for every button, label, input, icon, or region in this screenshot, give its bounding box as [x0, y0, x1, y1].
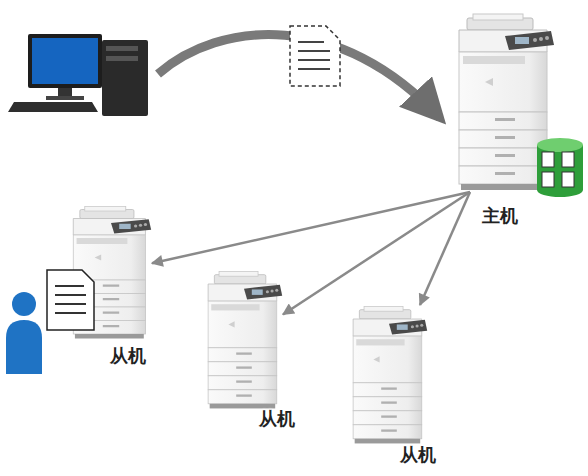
- user-icon: [6, 292, 42, 374]
- computer-icon: [8, 34, 148, 116]
- job-document-icon: [290, 26, 340, 86]
- node-label: 主机: [482, 204, 518, 228]
- printout-icon: [47, 270, 94, 330]
- node-label: 从机: [400, 443, 436, 467]
- distribution-arrow: [420, 192, 470, 305]
- printer-icon: [208, 272, 282, 409]
- node-label: 从机: [110, 344, 146, 368]
- distribution-arrow: [152, 192, 470, 263]
- distribution-arrow: [283, 192, 470, 314]
- printer-icon: [353, 307, 427, 444]
- sub-printer: 从机: [205, 270, 283, 410]
- node-label: 从机: [259, 407, 295, 431]
- main-printer: 主机: [455, 12, 555, 192]
- sub-printer: 从机: [350, 305, 428, 445]
- sub-printer: 从机: [70, 205, 152, 340]
- storage-icon: [537, 138, 583, 197]
